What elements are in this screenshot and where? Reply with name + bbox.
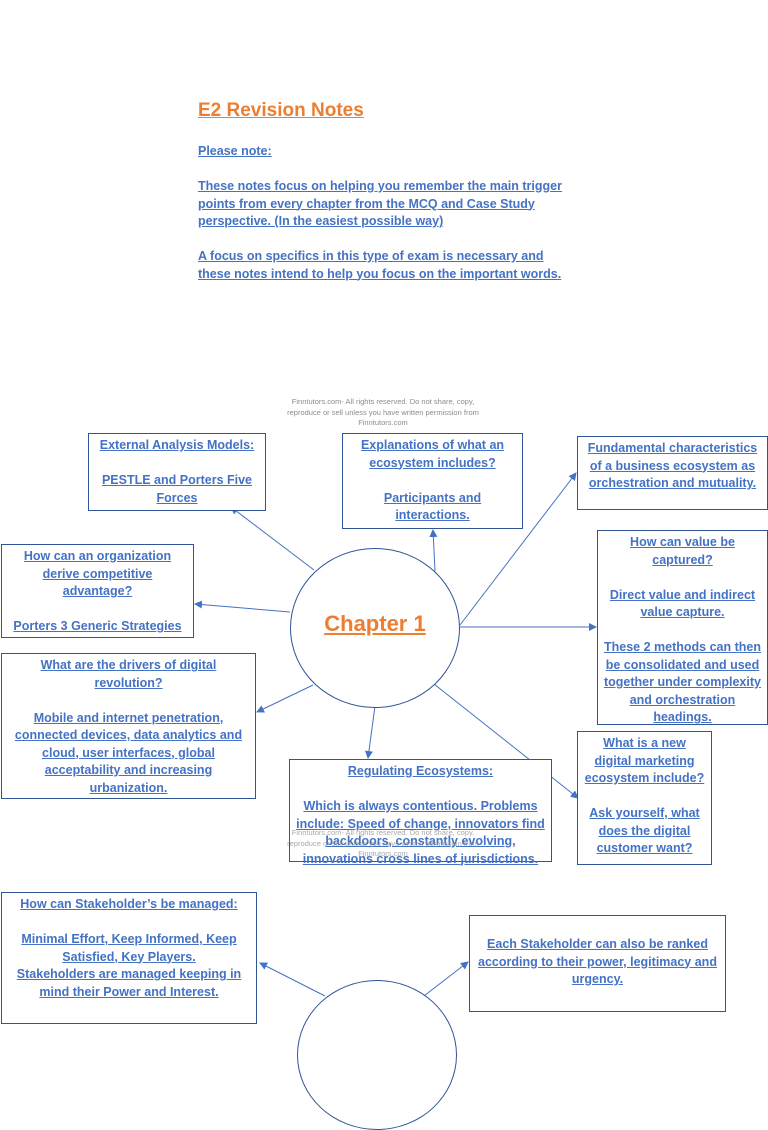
arrow-to-ecosystem	[429, 529, 438, 572]
advantage-question-3: advantage?	[62, 584, 133, 598]
drivers-answer-3: cloud, user interfaces, global	[42, 745, 215, 760]
drivers-answer-1: Mobile and internet penetration,	[33, 710, 224, 725]
intro-paragraph-1: These notes focus on helping you remembe…	[198, 179, 562, 228]
stakeholder-ranked-line-2: according to their power, legitimacy and	[478, 954, 717, 969]
intro-notes: Please note: These notes focus on helpin…	[198, 143, 578, 301]
value-extra-3: together under complexity	[604, 675, 761, 689]
ecosystem-question-1: Explanations of what an	[360, 438, 505, 452]
stakeholder-ranked-line-3: urgency.	[571, 972, 624, 986]
stakeholder-circle	[297, 980, 457, 1130]
value-question-2: captured?	[652, 552, 713, 567]
watermark-line-2: reproduce or sell unless you have writte…	[287, 407, 479, 417]
overlay-watermark-line-3: Finntutors.com	[358, 849, 408, 858]
stakeholder-managed-answer-1: Minimal Effort, Keep Informed, Keep	[21, 932, 237, 946]
arrow-to-fundamental	[459, 472, 577, 626]
regulating-answer-4: innovations cross lines of jurisdictions…	[302, 851, 539, 866]
watermark-line-1: Finntutors.com- All rights reserved. Do …	[291, 397, 475, 406]
drivers-answer-2: connected devices, data analytics and	[14, 728, 243, 742]
value-answer-1: Direct value and indirect	[609, 587, 756, 602]
arrow-to-stakeholder-managed	[259, 962, 326, 997]
ecosystem-answer-1: Participants and	[383, 490, 482, 505]
please-note-label: Please note:	[198, 144, 272, 158]
stakeholder-managed-question: How can Stakeholder’s be managed:	[20, 897, 238, 911]
stakeholder-managed-answer-4: mind their Power and Interest.	[39, 984, 219, 999]
copyright-watermark-overlay: Finntutors.com- All rights reserved. Do …	[258, 828, 508, 860]
arrow-to-stakeholder-ranked	[419, 961, 469, 1000]
stakeholder-managed-answer-3: Stakeholders are managed keeping in	[16, 967, 242, 981]
advantage-answer: Porters 3 Generic Strategies	[13, 619, 182, 633]
ecosystem-question-2: ecosystem includes?	[369, 455, 496, 470]
advantage-question-2: derive competitive	[42, 566, 153, 581]
value-answer-2: value capture.	[640, 605, 725, 619]
regulating-answer-2: include: Speed of change, innovators fin…	[296, 816, 545, 831]
drivers-answer-4: acceptability and increasing	[44, 763, 213, 777]
digital-drivers-box: What are the drivers of digital revoluti…	[1, 653, 256, 799]
competitive-advantage-box: How can an organization derive competiti…	[1, 544, 194, 638]
overlay-watermark-line-1: Finntutors.com- All rights reserved. Do …	[291, 828, 475, 837]
arrow-to-external-analysis	[230, 506, 315, 571]
value-extra-5: headings.	[653, 710, 712, 724]
external-analysis-question: External Analysis Models:	[99, 438, 255, 452]
marketing-question-2: digital marketing	[594, 753, 695, 768]
value-extra-2: be consolidated and used	[605, 657, 760, 672]
value-question-1: How can value be	[630, 535, 735, 549]
regulating-answer-3: backdoors, constantly evolving,	[325, 834, 516, 848]
regulating-ecosystems-box: Regulating Ecosystems: Which is always c…	[289, 759, 552, 866]
chapter-1-circle	[290, 548, 460, 708]
drivers-question-2: revolution?	[94, 675, 163, 690]
stakeholder-managed-answer-2: Satisfied, Key Players.	[62, 949, 196, 964]
value-extra-1: These 2 methods can then	[604, 640, 761, 654]
marketing-question-3: ecosystem include?	[584, 771, 705, 785]
ecosystem-box: Explanations of what an ecosystem includ…	[342, 433, 523, 529]
marketing-answer-1: Ask yourself, what	[589, 806, 700, 820]
marketing-answer-2: does the digital	[598, 823, 691, 838]
arrow-to-regulating	[364, 705, 376, 759]
advantage-question-1: How can an organization	[23, 549, 172, 563]
watermark-line-3: Finntutors.com	[358, 418, 408, 427]
regulating-question: Regulating Ecosystems:	[347, 764, 494, 778]
arrow-to-digital-drivers	[256, 684, 314, 713]
copyright-watermark: Finntutors.com- All rights reserved. Do …	[258, 397, 508, 429]
value-extra-4: and orchestration	[629, 692, 736, 707]
external-analysis-answer-2: Forces	[156, 490, 198, 505]
external-analysis-answer-1: PESTLE and Porters Five	[101, 473, 253, 487]
intro-paragraph-2: A focus on specifics in this type of exa…	[198, 249, 562, 281]
fundamental-line-1: Fundamental characteristics	[587, 441, 758, 455]
value-capture-box: How can value be captured? Direct value …	[597, 530, 768, 725]
fundamental-line-2: of a business ecosystem as	[589, 458, 756, 473]
drivers-question-1: What are the drivers of digital	[40, 658, 217, 672]
external-analysis-box: External Analysis Models: PESTLE and Por…	[88, 433, 266, 511]
fundamental-line-3: orchestration and mutuality.	[588, 476, 757, 490]
stakeholder-managed-box: How can Stakeholder’s be managed: Minima…	[1, 892, 257, 1024]
overlay-watermark-line-2: reproduce or sell unless you have writte…	[287, 838, 479, 848]
stakeholder-ranked-line-1: Each Stakeholder can also be ranked	[487, 937, 708, 951]
chapter-1-label: Chapter 1	[324, 611, 426, 636]
mind-map-connectors	[194, 472, 597, 1000]
ecosystem-answer-2: interactions.	[395, 508, 470, 522]
drivers-answer-5: urbanization.	[89, 780, 168, 795]
stakeholder-ranked-box: Each Stakeholder can also be ranked acco…	[469, 915, 726, 1012]
digital-marketing-box: What is a new digital marketing ecosyste…	[577, 731, 712, 865]
regulating-answer-1: Which is always contentious. Problems	[303, 799, 538, 813]
fundamental-characteristics-box: Fundamental characteristics of a busines…	[577, 436, 768, 510]
marketing-question-1: What is a new	[603, 736, 686, 750]
page-title: E2 Revision Notes	[198, 100, 364, 121]
arrow-to-competitive-advantage	[194, 600, 291, 613]
marketing-answer-3: customer want?	[596, 841, 693, 855]
arrow-to-digital-marketing	[433, 683, 579, 799]
